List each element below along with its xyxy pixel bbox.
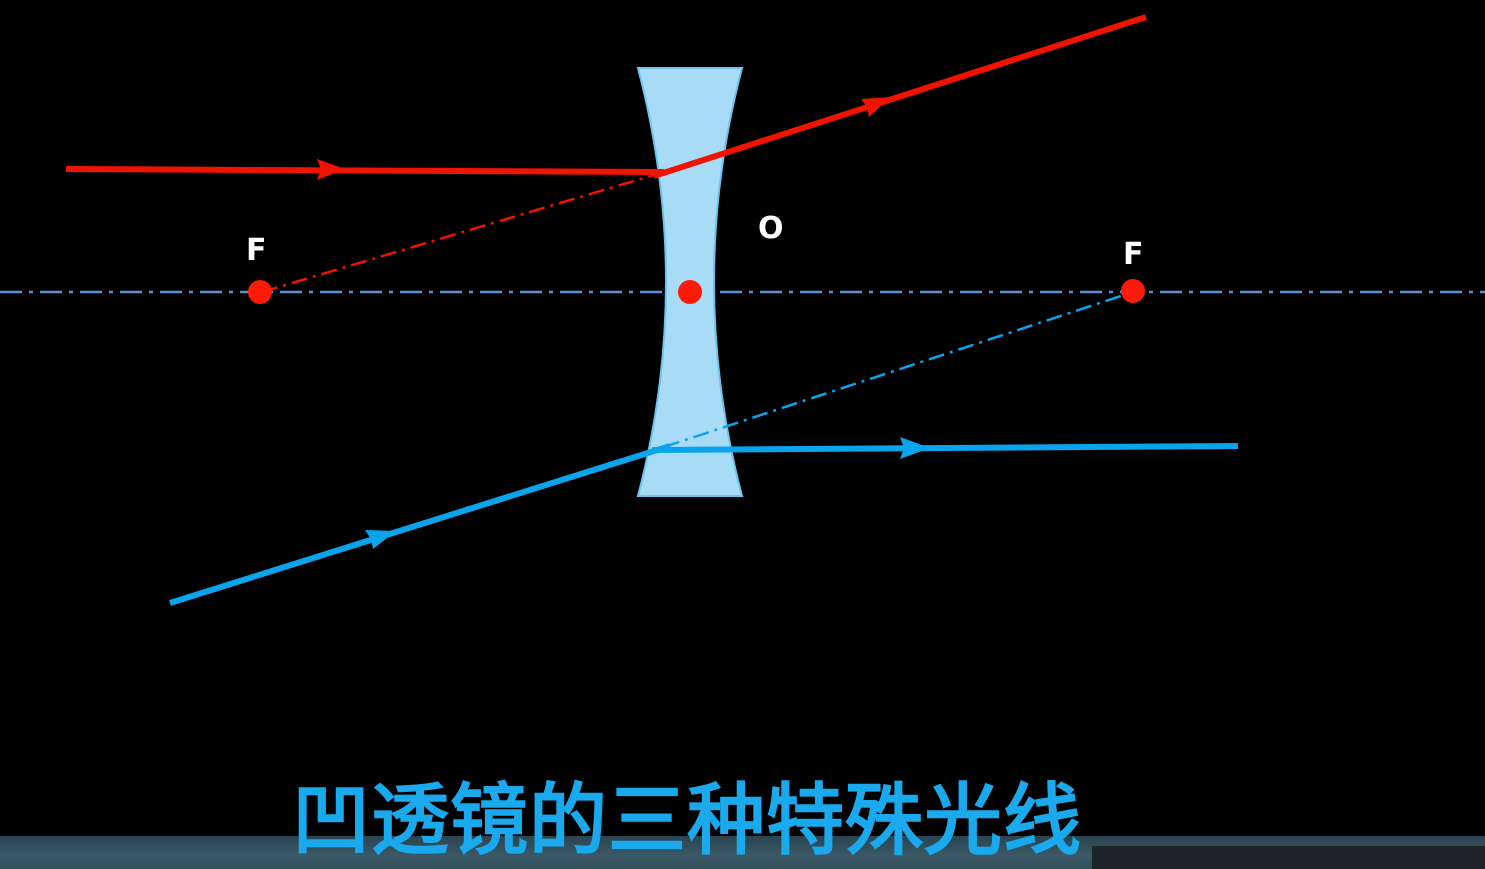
blue-ray-refracted bbox=[651, 443, 1239, 453]
focus-left-label: F bbox=[246, 233, 267, 268]
red-ray-refracted-arrow bbox=[861, 97, 891, 117]
blue-ray-incident-arrow bbox=[365, 530, 396, 549]
blue-ray-refracted-arrow bbox=[900, 437, 930, 459]
page-title: 凹透镜的三种特殊光线 bbox=[292, 776, 1083, 866]
blue-ray-incident bbox=[169, 443, 671, 606]
red-ray-incident-arrow bbox=[317, 159, 345, 180]
red-ray-refracted bbox=[653, 14, 1147, 179]
focus-right-point bbox=[1121, 279, 1145, 303]
red-ray-virtual-extension bbox=[261, 170, 665, 294]
optical-center-label: O bbox=[758, 211, 784, 246]
focus-right-label: F bbox=[1123, 237, 1144, 272]
focus-left-point bbox=[248, 280, 272, 304]
bottom-band-dark-segment bbox=[1092, 846, 1485, 869]
blue-ray-virtual-extension bbox=[663, 290, 1134, 449]
red-ray-incident bbox=[65, 166, 665, 175]
optical-center-point bbox=[678, 280, 702, 304]
